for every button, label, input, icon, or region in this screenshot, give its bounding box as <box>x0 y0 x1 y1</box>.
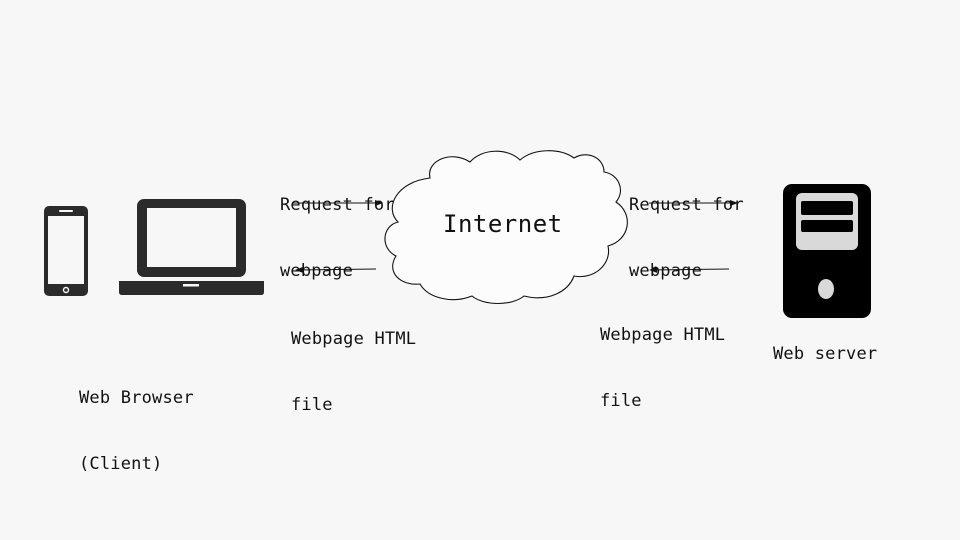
internet-label: Internet <box>443 210 563 238</box>
right-response-arrow <box>649 266 730 273</box>
left-response-line2: file <box>291 395 333 415</box>
right-request-label: Request for webpage <box>629 150 744 304</box>
client-label-line2: (Client) <box>79 454 163 474</box>
client-label-line1: Web Browser <box>79 388 194 408</box>
right-response-label: Webpage HTML file <box>600 280 725 434</box>
left-response-line1: Webpage HTML <box>291 329 417 349</box>
laptop-icon <box>119 199 264 295</box>
right-response-line2: file <box>600 391 642 411</box>
right-response-line1: Webpage HTML <box>600 325 726 345</box>
client-label: Web Browser (Client) <box>79 343 194 497</box>
left-request-label: Request for webpage <box>280 150 395 304</box>
left-response-arrow <box>295 266 377 273</box>
cloud-icon <box>384 150 628 305</box>
left-request-line1: Request for <box>280 195 395 215</box>
server-label: Web server <box>773 344 878 364</box>
left-request-line2: webpage <box>280 261 354 281</box>
right-request-line2: webpage <box>629 261 703 281</box>
smartphone-icon <box>44 206 88 296</box>
server-tower-icon <box>783 184 871 318</box>
left-response-label: Webpage HTML file <box>291 284 416 438</box>
right-request-line1: Request for <box>629 195 744 215</box>
